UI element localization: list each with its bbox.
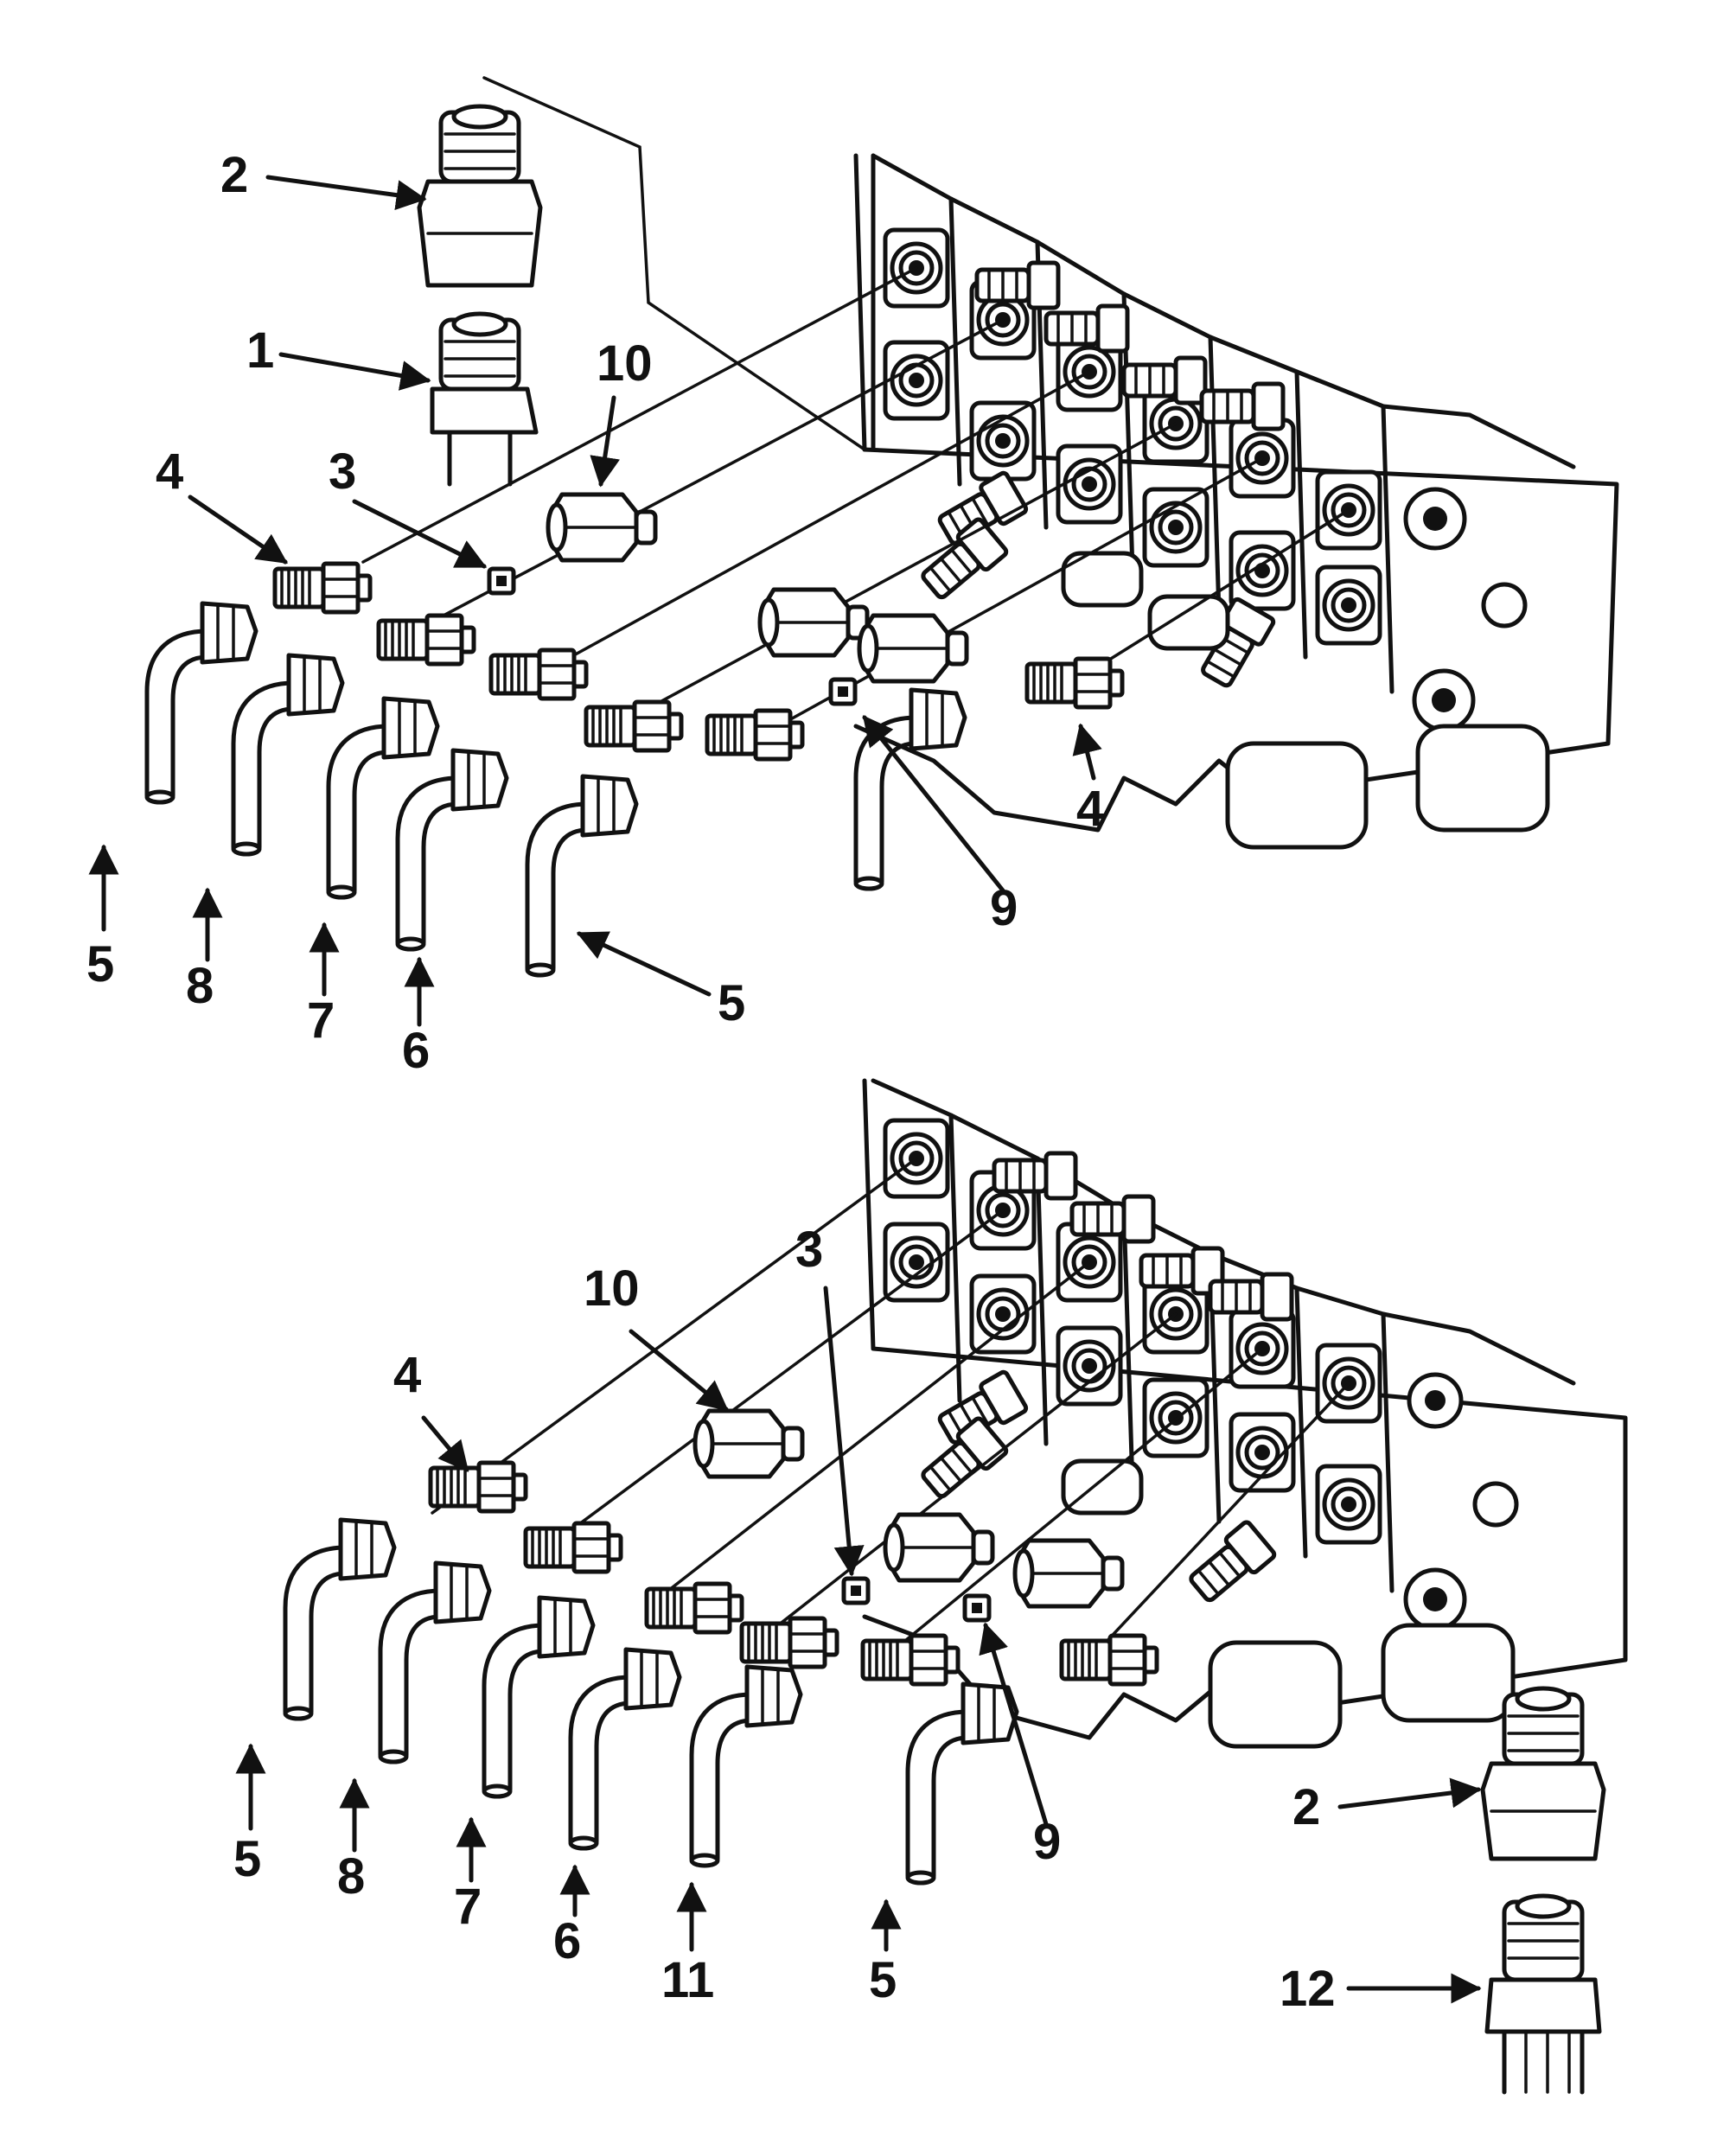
callout-label-l-2: 2 <box>1292 1779 1320 1835</box>
callout-label-l-5b: 5 <box>869 1952 897 2008</box>
callout-arrow-u-1 <box>278 352 431 391</box>
callout-label-u-1: 1 <box>246 322 274 379</box>
callout-label-l-7: 7 <box>454 1879 482 1935</box>
callout-label-u-6: 6 <box>402 1023 430 1079</box>
callout-arrow-l-10 <box>629 1329 729 1412</box>
fitting-2-upper <box>417 104 543 288</box>
callout-label-u-7: 7 <box>307 992 335 1049</box>
fitting-12-lower <box>1484 1893 1602 2095</box>
callout-arrow-l-3 <box>823 1286 865 1577</box>
lower-view <box>285 1078 1628 2095</box>
nut-upper-b <box>859 616 967 681</box>
callout-label-l-12: 12 <box>1280 1961 1336 2017</box>
callout-label-l-5a: 5 <box>233 1831 261 1887</box>
nut-10-upper <box>548 495 655 560</box>
callout-label-u-3: 3 <box>329 443 356 500</box>
callout-arrow-l-9 <box>979 1622 1049 1827</box>
callout-label-u-2: 2 <box>220 147 248 203</box>
callout-label-l-10: 10 <box>584 1260 640 1317</box>
callout-label-u-8: 8 <box>186 958 214 1014</box>
callout-arrow-l-2 <box>1337 1777 1482 1809</box>
callout-arrow-u-9 <box>862 715 1005 893</box>
callout-label-l-8: 8 <box>337 1848 365 1905</box>
callout-arrow-l-4 <box>421 1415 469 1472</box>
callout-label-u-5a: 5 <box>86 936 114 992</box>
callout-label-u-5b: 5 <box>718 975 745 1031</box>
callout-label-l-9: 9 <box>1033 1814 1061 1870</box>
callout-label-l-11: 11 <box>661 1952 714 2008</box>
callout-arrow-u-4b <box>1072 723 1102 781</box>
callout-label-u-4a: 4 <box>156 443 183 500</box>
valve-bank-lower <box>862 1078 1628 1749</box>
callout-arrow-u-4a <box>188 495 288 565</box>
callout-label-l-6: 6 <box>553 1913 581 1969</box>
fitting-4-lower <box>431 1463 526 1511</box>
fitting-4-upper-b <box>1027 659 1122 707</box>
fitting-2-lower <box>1480 1686 1606 1861</box>
fitting-1-upper <box>430 311 539 487</box>
callout-arrow-u-10 <box>590 395 620 488</box>
callout-arrow-u-3 <box>352 499 488 569</box>
callouts: 2 1 10 4 3 5 8 7 6 5 9 4 10 3 4 5 8 7 6 11 5 9 2 12 <box>86 147 1482 2017</box>
callout-arrow-u-5b <box>576 931 712 997</box>
fitting-4-upper-a <box>275 564 370 612</box>
callout-label-l-4: 4 <box>393 1347 421 1403</box>
valve-bank-upper <box>853 153 1619 850</box>
upper-view <box>147 76 1619 975</box>
callout-label-l-3: 3 <box>795 1222 823 1278</box>
callout-label-u-9: 9 <box>990 880 1018 936</box>
nut-10-lower <box>695 1411 802 1477</box>
callout-label-u-10: 10 <box>597 335 653 392</box>
callout-label-u-4b: 4 <box>1076 781 1104 837</box>
callout-arrow-u-2 <box>265 175 427 211</box>
